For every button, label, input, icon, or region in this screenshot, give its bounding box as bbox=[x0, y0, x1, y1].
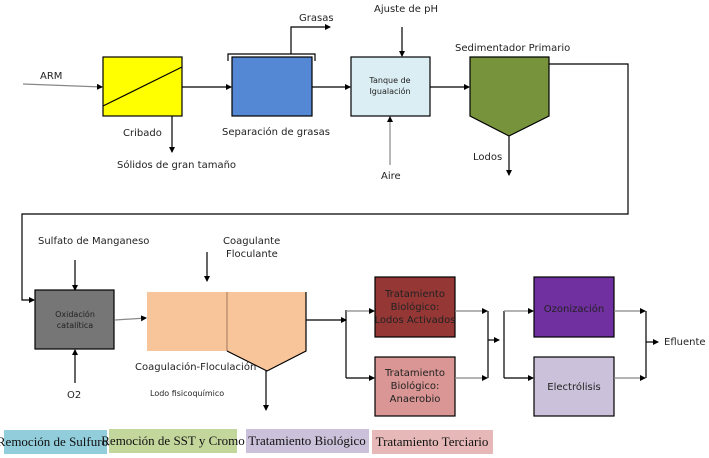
tanque-label-1: Tanque de bbox=[368, 76, 410, 85]
legend-item-terciario: Tratamiento Terciario bbox=[376, 434, 489, 449]
oxidacion-label-2: catalítica bbox=[57, 321, 94, 330]
solidos-label: Sólidos de gran tamaño bbox=[117, 159, 236, 171]
ozonizacion-box bbox=[533, 276, 615, 338]
separacion-box bbox=[231, 56, 313, 117]
coagulacion-label: Coagulación-Floculación bbox=[135, 361, 256, 373]
anaerobio-label-1: Tratamiento bbox=[384, 368, 445, 379]
separacion-label: Separación de grasas bbox=[222, 126, 330, 138]
grasas-label: Grasas bbox=[299, 13, 334, 24]
coagulante-label: Coagulante bbox=[223, 236, 280, 247]
anaerobio-box bbox=[374, 356, 456, 417]
anaerobio-label-2: Biológico: bbox=[391, 380, 440, 392]
aire-label: Aire bbox=[381, 171, 401, 182]
lodos-label: Lodos bbox=[473, 152, 502, 163]
coagulation-tank bbox=[147, 292, 227, 351]
flow-arrow bbox=[114, 315, 147, 322]
floculante-label: Floculante bbox=[226, 249, 278, 260]
screen-line bbox=[102, 66, 183, 107]
hopper-edge bbox=[226, 292, 307, 372]
grasas-arrow bbox=[290, 24, 331, 54]
o2-label: O2 bbox=[67, 390, 81, 401]
lodos-activados-label-2: Biológico: bbox=[391, 301, 440, 313]
ozonizacion-label: Ozonización bbox=[544, 303, 604, 315]
legend-item-sulfuros: Remoción de Sulfuros bbox=[0, 434, 113, 449]
oxidacion-label-1: Oxidación bbox=[55, 309, 95, 319]
anaerobio-label-3: Anaerobio bbox=[390, 394, 441, 405]
electrolisis-label: Electrólisis bbox=[547, 381, 600, 393]
ajuste-ph-label: Ajuste de pH bbox=[374, 4, 438, 15]
sedimentador-tank bbox=[469, 56, 550, 137]
legend-swatch-biologico bbox=[246, 429, 369, 453]
legend-item-sst: Remoción de SST y Cromo bbox=[101, 433, 244, 448]
lodo-fisico-label: Lodo fisicoquímico bbox=[150, 389, 224, 398]
coagulacion-unit bbox=[147, 292, 307, 372]
legend-swatch-sst bbox=[109, 429, 237, 453]
legend-swatch-sulfuros bbox=[4, 430, 107, 454]
legend-item-biologico: Tratamiento Biológico bbox=[248, 433, 366, 448]
arm-arrow bbox=[22, 83, 103, 90]
cribado-label: Cribado bbox=[123, 128, 162, 139]
efluente-label: Efluente bbox=[664, 337, 706, 348]
legend: Remoción de Sulfuros Remoción de SST y C… bbox=[0, 429, 493, 454]
lodos-activados-label-3: Lodos Activados bbox=[375, 315, 456, 326]
tanque-label-2: Igualación bbox=[369, 86, 410, 96]
lodos-activados-box bbox=[374, 276, 456, 338]
lodos-activados-label-1: Tratamiento bbox=[384, 289, 445, 300]
sulfato-label: Sulfato de Manganeso bbox=[38, 236, 149, 247]
grease-skimmer bbox=[227, 53, 316, 61]
arm-label: ARM bbox=[40, 71, 62, 82]
legend-swatch-terciario bbox=[372, 430, 493, 454]
oxidacion-box bbox=[34, 289, 115, 350]
sedimentador-label: Sedimentador Primario bbox=[455, 43, 570, 54]
flocculation-tank bbox=[227, 292, 306, 371]
transfer-line bbox=[21, 63, 629, 303]
electrolisis-box bbox=[533, 356, 615, 417]
cribado-unit bbox=[102, 56, 183, 117]
